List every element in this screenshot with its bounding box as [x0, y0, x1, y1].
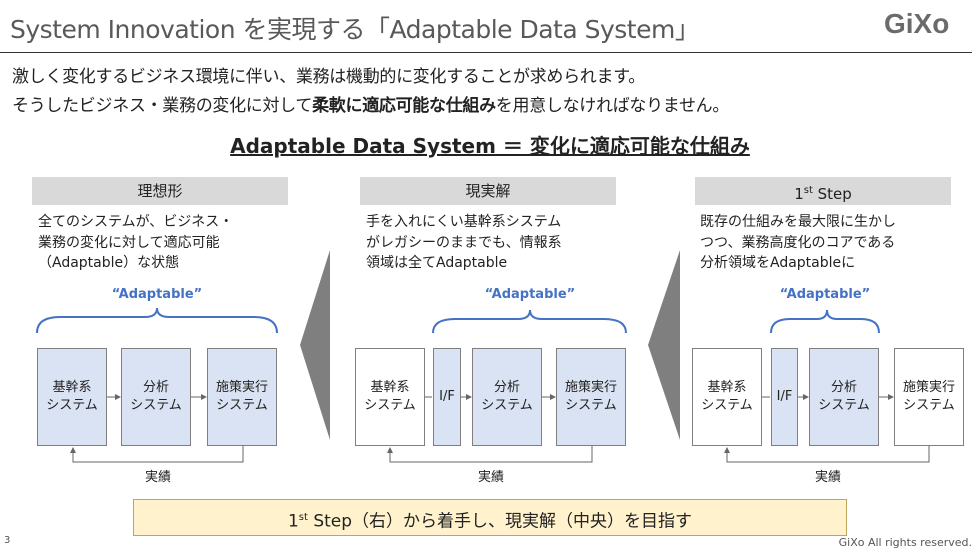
box-label: 基幹系 [707, 380, 747, 395]
core-system-box: 基幹系システム [37, 348, 107, 446]
page-number: 3 [4, 535, 11, 546]
panel-description-realistic: 手を入れにくい基幹系システム がレガシーのままでも、情報系 領域は全てAdapt… [366, 212, 562, 274]
box-label: I/F [776, 389, 793, 404]
lead-emphasis: 柔軟に適応可能な仕組み [312, 96, 496, 116]
box-label: システム [481, 398, 533, 413]
box-label: 分析 [493, 380, 520, 395]
feedback-label: 実績 [144, 470, 171, 485]
conclusion-text: 1 [287, 511, 299, 532]
box-label: 分析 [142, 380, 169, 395]
box-label: システム [565, 398, 617, 413]
core-system-box: 基幹系システム [692, 348, 762, 446]
conclusion-box: 1st Step（右）から着手し、現実解（中央）を目指す [133, 499, 847, 536]
panel-description-ideal: 全てのシステムが、ビジネス・ 業務の変化に対して適応可能 （Adaptable）… [38, 212, 233, 274]
desc-line: 分析領域をAdaptableに [700, 255, 856, 271]
box-label: 基幹系 [52, 380, 92, 395]
interface-box: I/F [433, 348, 461, 446]
feedback-label: 実績 [814, 470, 841, 485]
execution-system-box: 施策実行システム [556, 348, 626, 446]
box-label: 施策実行 [215, 380, 268, 395]
core-system-box: 基幹系システム [355, 348, 425, 446]
box-label: I/F [439, 389, 455, 404]
desc-line: （Adaptable）な状態 [38, 255, 180, 271]
copyright: GiXo All rights reserved. [838, 536, 972, 549]
execution-system-box: 施策実行システム [207, 348, 277, 446]
desc-line: 全てのシステムが、ビジネス・ [38, 214, 234, 230]
desc-line: 領域は全てAdaptable [366, 255, 508, 271]
header-sup: st [803, 185, 813, 196]
analytics-system-box: 分析システム [809, 348, 879, 446]
lead-line-2: そうしたビジネス・業務の変化に対して柔軟に適応可能な仕組みを用意しなければなりま… [12, 91, 729, 116]
execution-system-box: 施策実行システム [894, 348, 964, 446]
adaptable-label: “Adaptable” [484, 287, 576, 302]
box-label: 施策実行 [564, 380, 617, 395]
lead-line-1: 激しく変化するビジネス環境に伴い、業務は機動的に変化することが求められます。 [12, 67, 645, 87]
slide-title: System Innovation を実現する「Adaptable Data S… [10, 15, 700, 44]
brace-icon [432, 309, 627, 334]
lead-text: そうしたビジネス・業務の変化に対して [12, 96, 313, 116]
desc-line: がレガシーのままでも、情報系 [366, 234, 562, 251]
adaptable-label: “Adaptable” [779, 287, 871, 302]
analytics-system-box: 分析システム [121, 348, 191, 446]
panel-description-first-step: 既存の仕組みを最大限に生かし つつ、業務高度化のコアである 分析領域をAdapt… [700, 212, 896, 274]
panel-header-realistic: 現実解 [360, 177, 616, 205]
lead-text: を用意しなければなりません。 [495, 96, 730, 116]
brace-icon [36, 307, 278, 334]
box-label: システム [364, 398, 416, 413]
desc-line: 手を入れにくい基幹系システム [366, 214, 562, 230]
left-arrow-shape [300, 250, 330, 440]
adaptable-label: “Adaptable” [111, 287, 203, 302]
box-label: 分析 [830, 380, 857, 395]
brace-icon [770, 309, 880, 334]
analytics-system-box: 分析システム [472, 348, 542, 446]
desc-line: 既存の仕組みを最大限に生かし [700, 214, 896, 230]
section-heading: Adaptable Data System ＝ 変化に適応可能な仕組み [230, 134, 750, 158]
gixo-logo: GiXo [884, 8, 950, 39]
box-label: システム [903, 398, 955, 413]
header-text: Step [812, 185, 852, 203]
box-label: 基幹系 [370, 380, 410, 395]
box-label: システム [701, 398, 753, 413]
box-label: システム [818, 398, 870, 413]
feedback-label: 実績 [477, 470, 504, 485]
conclusion-text: Step（右）から着手し、現実解（中央）を目指す [307, 511, 693, 532]
title-divider [0, 52, 972, 53]
desc-line: 業務の変化に対して適応可能 [38, 234, 220, 251]
conclusion-sup: st [298, 512, 308, 523]
box-label: 施策実行 [902, 380, 955, 395]
panel-header-first-step: 1st Step [695, 177, 951, 205]
desc-line: つつ、業務高度化のコアである [700, 234, 896, 251]
left-arrow-shape [648, 250, 680, 440]
box-label: システム [216, 398, 268, 413]
panel-header-ideal: 理想形 [32, 177, 288, 205]
header-text: 1 [794, 185, 804, 203]
box-label: システム [130, 398, 182, 413]
box-label: システム [46, 398, 98, 413]
interface-box: I/F [771, 348, 798, 446]
